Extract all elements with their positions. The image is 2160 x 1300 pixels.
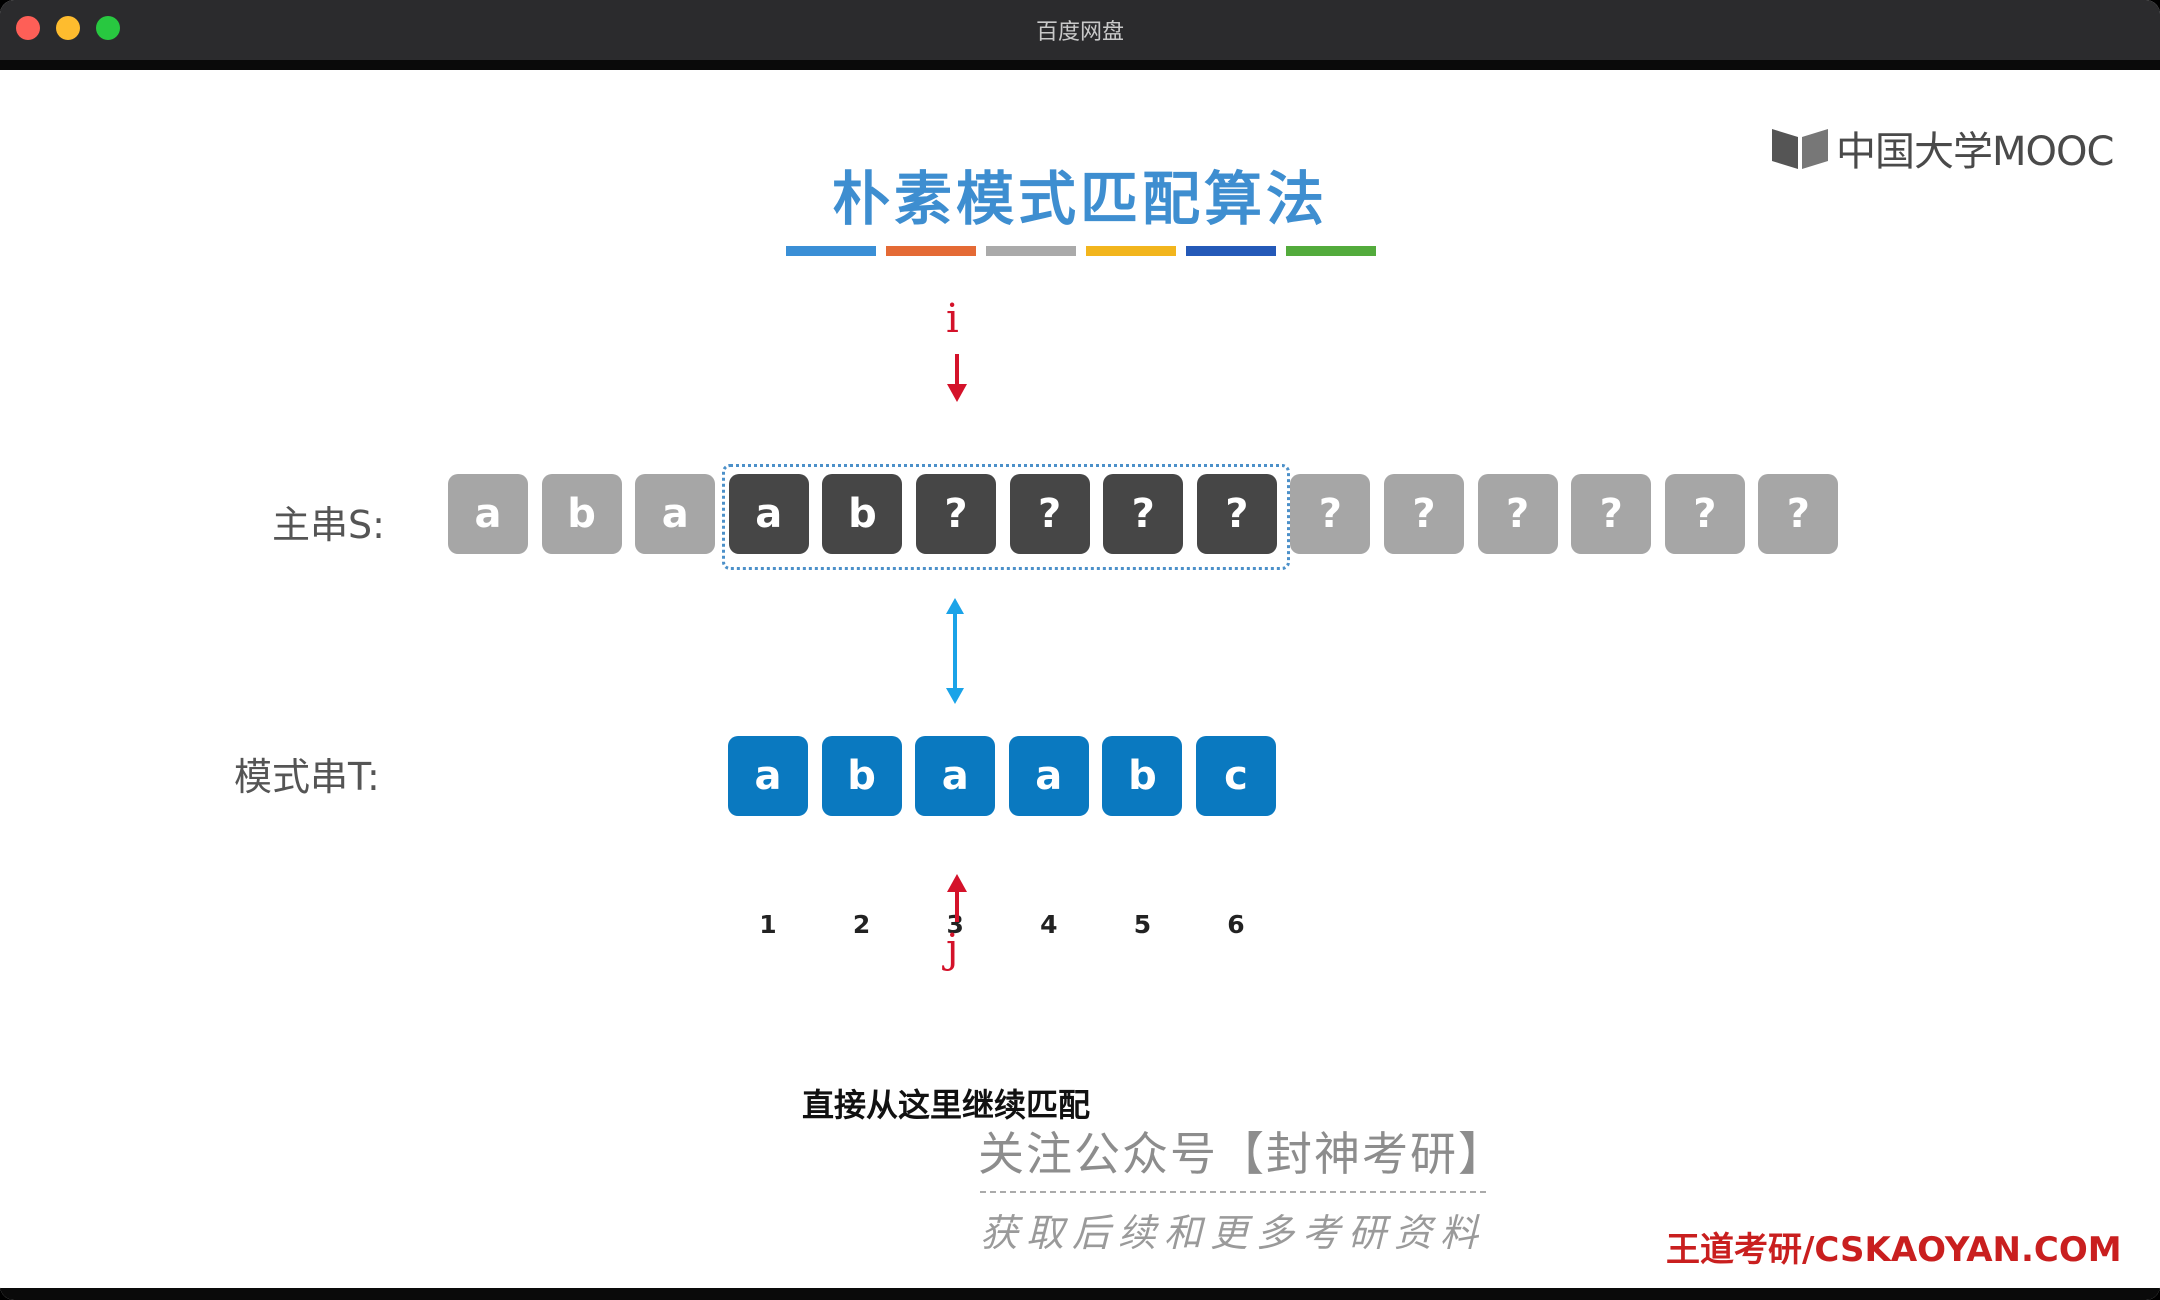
pointer-j-label: j (946, 926, 959, 972)
main-char-box: ? (1664, 474, 1745, 554)
pointer-i-label: i (946, 296, 959, 342)
logo-text: 中国大学MOOC (1836, 129, 2114, 175)
watermark-line-2: 获取后续和更多考研资料 (980, 1211, 1487, 1255)
main-char-box: ? (1290, 474, 1371, 554)
pointer-j-arrow-icon (947, 874, 967, 922)
book-icon (1772, 129, 1828, 169)
bottom-border (0, 1288, 2160, 1300)
color-strip-segment (1086, 246, 1176, 256)
minimize-window-button[interactable] (56, 16, 80, 40)
pattern-index-label: 6 (1227, 910, 1245, 939)
main-char-box: ? (1103, 474, 1184, 554)
color-strip-segment (1186, 246, 1276, 256)
main-string-label: 主串S: (272, 503, 385, 547)
pattern-char-box: b (821, 736, 902, 816)
pattern-string-label: 模式串T: (234, 755, 380, 799)
main-char-box: ? (1758, 474, 1839, 554)
window-title: 百度网盘 (1035, 20, 1124, 45)
watermark-divider (980, 1191, 1486, 1193)
maximize-window-button[interactable] (96, 16, 120, 40)
main-char-box: a (728, 474, 809, 554)
color-strip-segment (886, 246, 976, 256)
slide-title: 朴素模式匹配算法 (831, 165, 1328, 233)
pattern-index-label: 5 (1133, 910, 1152, 939)
credit-text: 王道考研/CSKAOYAN.COM (1666, 1230, 2122, 1270)
title-bar: 百度网盘 (0, 0, 2160, 70)
slide-caption: 直接从这里继续匹配 (802, 1086, 1091, 1124)
close-window-button[interactable] (16, 16, 40, 40)
main-char-box: ? (1009, 474, 1090, 554)
pattern-index-label: 4 (1040, 910, 1058, 939)
match-window-outline (722, 464, 1290, 570)
pointer-i-arrow-icon (947, 354, 967, 402)
pattern-index-label: 1 (759, 910, 777, 939)
main-char-box: ? (1571, 474, 1652, 554)
video-slide[interactable]: 中国大学MOOC 朴素模式匹配算法 i 12345678910111213141… (0, 70, 2160, 1288)
main-char-box: b (541, 474, 622, 554)
watermark-line-1: 关注公众号【封神考研】 (978, 1127, 1506, 1181)
color-strip-segment (786, 246, 876, 256)
compare-arrow-icon (946, 598, 964, 704)
main-char-box: ? (1477, 474, 1558, 554)
mooc-logo: 中国大学MOOC (1770, 120, 2114, 176)
main-char-box: ? (916, 474, 996, 554)
main-char-box: a (635, 474, 716, 554)
main-char-box: a (448, 474, 528, 554)
pattern-char-box: a (728, 736, 808, 816)
pattern-char-box: a (915, 736, 996, 816)
color-strip-segment (986, 246, 1076, 256)
pattern-index-label: 2 (852, 910, 871, 939)
pattern-char-box: a (1008, 736, 1089, 816)
main-char-box: b (822, 474, 903, 554)
pattern-char-box: c (1196, 736, 1276, 816)
pattern-char-box: b (1102, 736, 1183, 816)
main-char-box: ? (1196, 474, 1277, 554)
pattern-index-label: 3 (946, 910, 964, 939)
color-strip-segment (1286, 246, 1376, 256)
main-char-box: ? (1384, 474, 1464, 554)
